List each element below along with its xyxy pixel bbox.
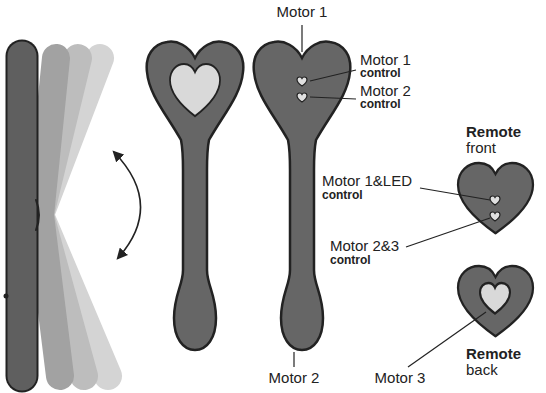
part-label: Motor 2 [360,83,411,99]
part-label: Motor 2&3 [330,238,399,254]
part-label: Motor 1&LED [322,173,412,189]
part-label: Motor 2 [269,370,320,386]
part-label: control [322,189,363,202]
part-label: Motor 1 [360,52,411,68]
leader-lines [294,25,490,367]
part-label: Remote [466,346,521,362]
part-label: Motor 3 [375,370,426,386]
part-label: Motor 1 [277,4,328,20]
side-view [4,56,109,376]
part-label: back [466,362,498,378]
part-label: Remote [466,124,521,140]
part-label: control [330,254,371,267]
remote-back [458,266,533,336]
bend-arrow [114,152,141,258]
part-label: control [360,67,401,80]
part-label: front [466,140,496,156]
wand-back [147,42,244,350]
remote-front [458,163,533,233]
part-label: control [360,98,401,111]
